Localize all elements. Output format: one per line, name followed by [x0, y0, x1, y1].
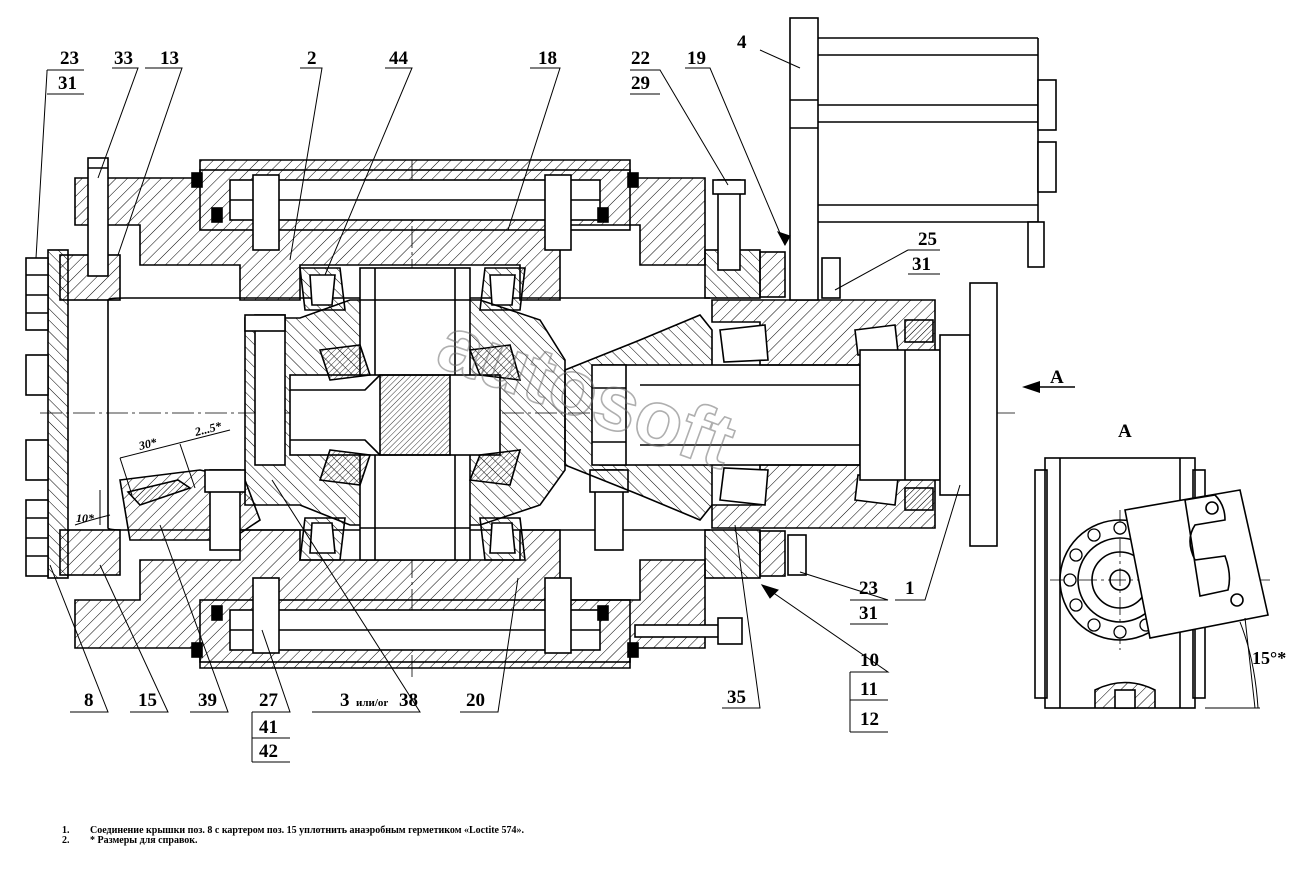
note-1-number: 1.	[62, 825, 70, 836]
callout-29: 29	[631, 73, 650, 94]
callout-31-right: 31	[912, 254, 931, 275]
callout-15: 15	[138, 690, 157, 711]
dim-2-5: 2...5*	[192, 419, 224, 440]
note-2-text: * Размеры для справок.	[90, 835, 198, 846]
callout-13: 13	[160, 48, 179, 69]
note-2: 2. * Размеры для справок.	[62, 836, 524, 846]
callout-44: 44	[389, 48, 409, 69]
callout-33: 33	[114, 48, 133, 69]
drawing-notes: 1. Соединение крышки поз. 8 с картером п…	[62, 826, 524, 846]
note-1: 1. Соединение крышки поз. 8 с картером п…	[62, 826, 524, 836]
callout-41: 41	[259, 717, 278, 738]
callout-4: 4	[737, 32, 747, 53]
callout-23-top: 23	[60, 48, 79, 69]
callout-35: 35	[727, 687, 746, 708]
callout-2: 2	[307, 48, 317, 69]
callout-10: 10	[860, 650, 879, 671]
callout-22: 22	[631, 48, 650, 69]
note-2-number: 2.	[62, 835, 70, 846]
callout-3: 3	[340, 690, 350, 711]
callout-31-top: 31	[58, 73, 77, 94]
callout-8: 8	[84, 690, 94, 711]
view-a-arrow-label: A	[1050, 367, 1064, 388]
callout-12: 12	[860, 709, 879, 730]
view-a-arrow	[1022, 381, 1075, 393]
callout-11: 11	[860, 679, 878, 700]
angle-15-dimension: 15°*	[1252, 648, 1286, 668]
view-a-drawing	[1034, 457, 1270, 709]
callout-1: 1	[905, 578, 915, 599]
callouts: 23 31 33 13 2 44 18 22 29 19 4 25 31 23 …	[58, 32, 937, 762]
dimension-lines	[74, 429, 231, 526]
callout-38: 38	[399, 690, 418, 711]
callout-25: 25	[918, 229, 937, 250]
callout-39: 39	[198, 690, 217, 711]
callout-19: 19	[687, 48, 706, 69]
callout-3-or: или/or	[356, 697, 388, 709]
note-1-text: Соединение крышки поз. 8 с картером поз.…	[90, 825, 524, 836]
callout-23-bottom: 23	[859, 578, 878, 599]
callout-31-bottom: 31	[859, 603, 878, 624]
dim-30: 30*	[136, 435, 159, 453]
dim-10: 10*	[76, 511, 95, 525]
callout-20: 20	[466, 690, 485, 711]
callout-27: 27	[259, 690, 279, 711]
callout-18: 18	[538, 48, 557, 69]
main-section-view	[25, 17, 1057, 680]
view-a-title: A	[1118, 421, 1132, 442]
leader-lines	[35, 49, 961, 763]
callout-42: 42	[259, 741, 278, 762]
